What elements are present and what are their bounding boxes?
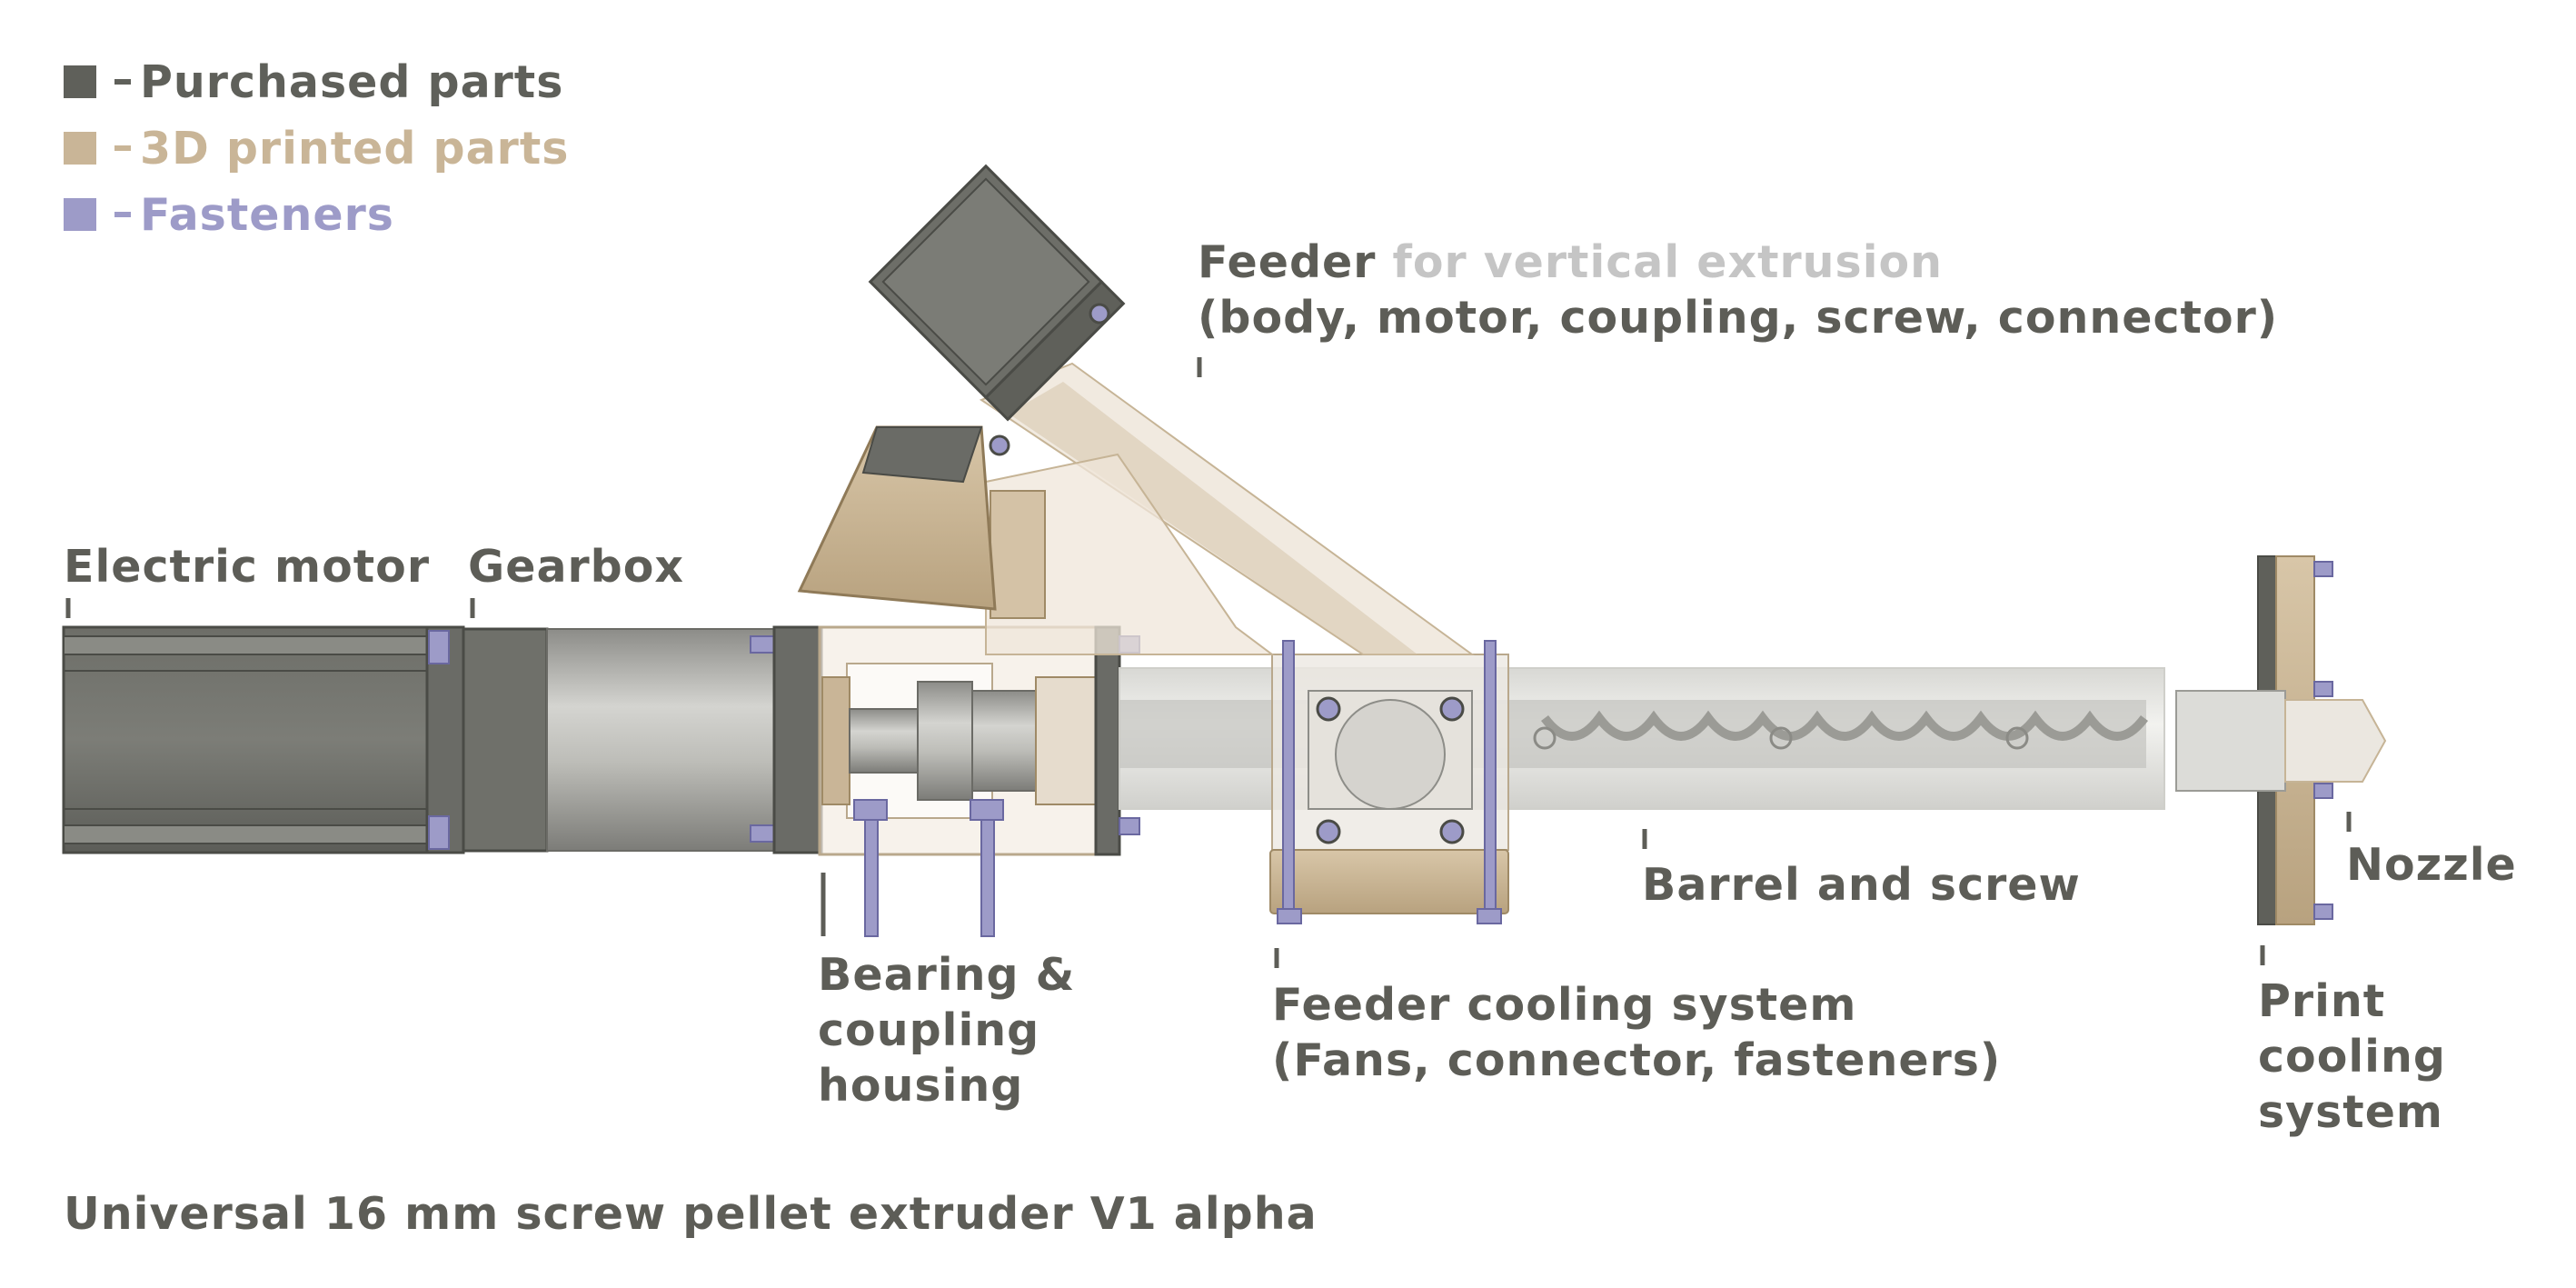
leader-lines <box>65 357 2352 968</box>
legend-label: Purchased parts <box>140 55 564 108</box>
feeder-cooling-sub-label: (Fans, connector, fasteners) <box>1272 1034 2002 1086</box>
legend-dash <box>114 212 131 217</box>
purchased-swatch <box>64 65 96 98</box>
nozzle-label: Nozzle <box>2346 839 2517 891</box>
feeder-sub-label: (body, motor, coupling, screw, connector… <box>1198 292 2279 344</box>
bearing-housing <box>772 625 1140 937</box>
nozzle <box>2175 690 2387 792</box>
legend-dash <box>114 145 131 151</box>
legend-label: Fasteners <box>140 188 394 241</box>
legend-item-fasteners: Fasteners <box>64 187 394 242</box>
barrel-label: Barrel and screw <box>1642 859 2081 911</box>
legend-item-purchased: Purchased parts <box>64 55 563 109</box>
printed-swatch <box>64 132 96 165</box>
print-cooling-label-line-1: Print <box>2258 975 2386 1027</box>
legend-dash <box>114 79 131 85</box>
feeder-label-muted: for vertical extrusion <box>1392 236 1944 288</box>
feeder-label-bold: Feeder <box>1198 236 1377 288</box>
bearing-label-line-3: housing <box>818 1060 1024 1112</box>
gearbox-label: Gearbox <box>468 541 685 593</box>
gearbox <box>462 627 775 853</box>
print-cooling-label-line-2: cooling <box>2258 1031 2446 1083</box>
feeder <box>797 164 1476 655</box>
fasteners-swatch <box>64 198 96 231</box>
legend-item-printed: 3D printed parts <box>64 121 569 175</box>
feeder-cooling-label: Feeder cooling system <box>1272 979 1857 1031</box>
bearing-label-line-2: coupling <box>818 1004 1040 1056</box>
print-cooling-label-line-3: system <box>2258 1086 2443 1138</box>
caption: Universal 16 mm screw pellet extruder V1… <box>64 1188 1318 1240</box>
electric-motor-label: Electric motor <box>64 541 431 593</box>
bearing-label-line-1: Bearing & <box>818 949 1076 1001</box>
feeder-label: Feeder for vertical extrusion <box>1198 235 1943 290</box>
electric-motor <box>62 625 465 854</box>
feeder-cooling-block <box>1269 640 1509 924</box>
legend-label: 3D printed parts <box>140 122 570 175</box>
